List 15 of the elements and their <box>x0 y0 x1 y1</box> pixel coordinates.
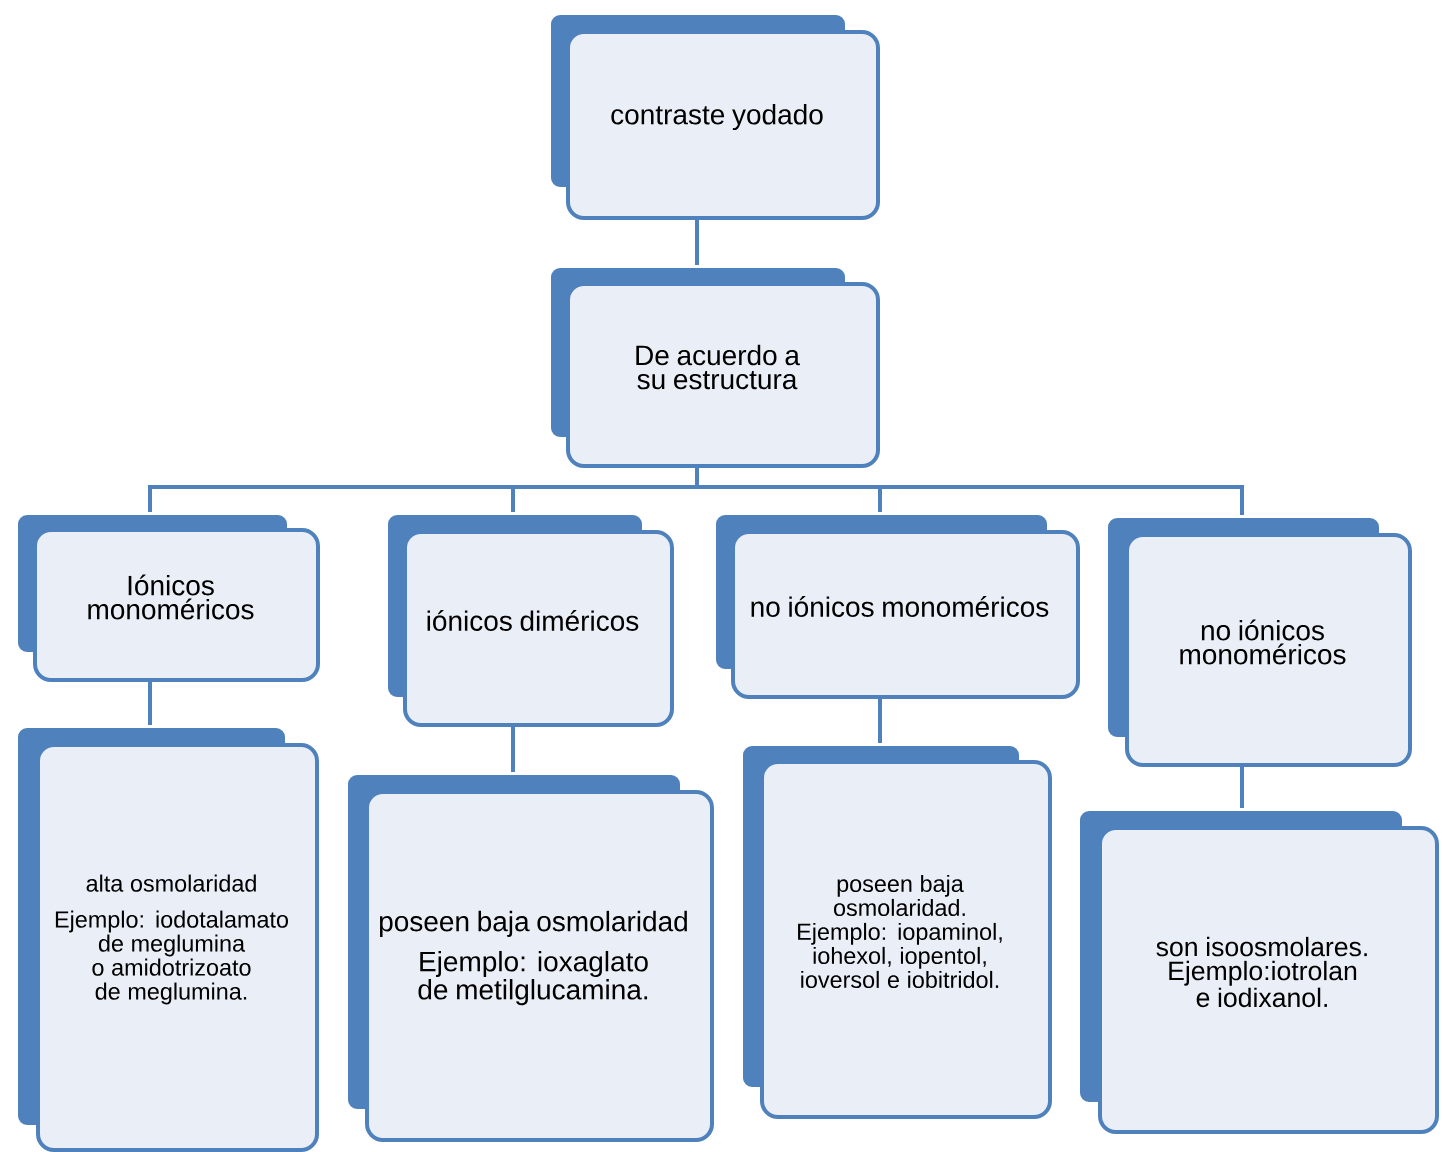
box: iónicos diméricos <box>382 509 674 727</box>
box: alta osmolaridad Ejemplo: iodotalamato de meglumina o amidotrizoato de meglumina. <box>12 722 319 1152</box>
box: no iónicos monoméricos <box>710 509 1080 699</box>
box: poseen baja osmolaridad. Ejemplo: iopaminol, iohexol, iopentol, ioversol e iobitridol. <box>737 740 1052 1119</box>
connector-line <box>148 680 152 725</box>
box: son isoosmolares. Ejemplo:iotrolan e iodixanol. <box>1074 805 1439 1134</box>
box: Iónicos monoméricos <box>12 509 320 682</box>
connector-line <box>511 725 515 772</box>
connector-line <box>1240 765 1244 808</box>
connector-line <box>878 697 882 743</box>
box: contraste yodado <box>545 9 880 220</box>
box: De acuerdo a su estructura <box>545 262 880 468</box>
box: no iónicos monoméricos <box>1102 512 1412 767</box>
box: poseen baja osmolaridad Ejemplo: ioxaglato de metilglucamina. <box>342 769 714 1142</box>
connector-line <box>695 218 699 265</box>
